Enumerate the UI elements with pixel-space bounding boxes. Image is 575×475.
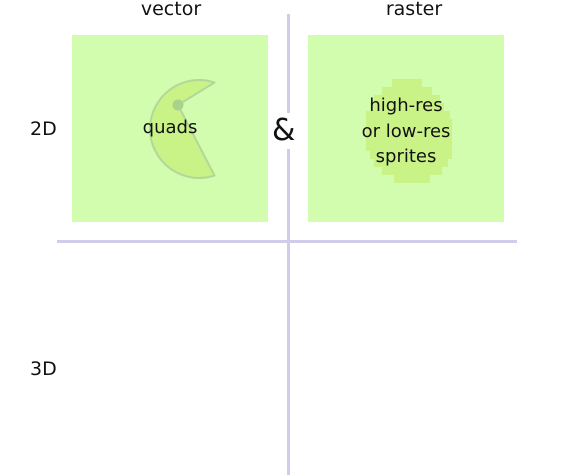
raster-panel-line2: or low-res [361,121,451,142]
row-header-3d: 3D [30,358,57,380]
pixel-sprite-icon [366,79,452,183]
column-header-raster: raster [385,0,443,20]
vector-panel-label: quads [142,117,198,138]
column-header-vector: vector [140,0,202,20]
horizontal-divider [57,240,517,243]
pacman-eye-dot [172,99,184,111]
pacman-icon [149,79,216,179]
pixelated-blob [366,79,452,183]
vertical-divider [287,14,290,475]
vector-2d-panel: quads [72,35,268,222]
pacman-shape [149,79,216,179]
row-header-2d: 2D [30,118,57,140]
raster-2d-panel: high-res or low-res sprites [308,35,504,222]
ampersand-connector: & [271,113,297,149]
raster-panel-line3: sprites [375,146,437,167]
raster-panel-line1: high-res [369,95,443,116]
